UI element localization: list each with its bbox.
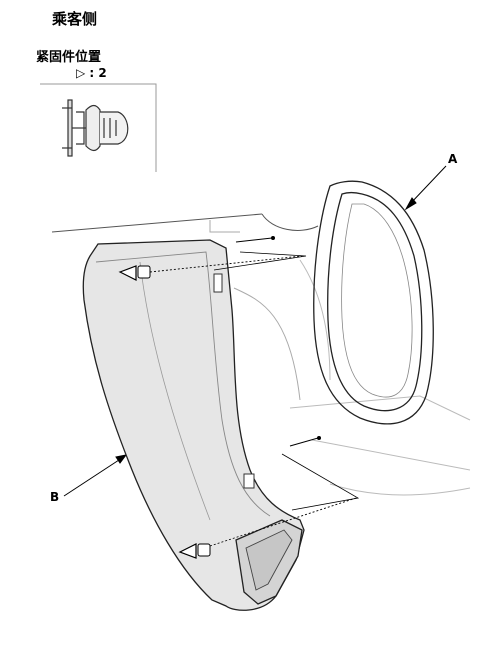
callout-a: A (448, 152, 458, 166)
clip-location-lower (178, 436, 360, 559)
clip-location-upper (118, 236, 307, 281)
triangle-marker-icon: ▷ (76, 66, 86, 80)
page-title: 乘客侧 (52, 10, 98, 28)
fastener-count-value: : 2 (89, 66, 107, 80)
pillar-trim-b (82, 239, 305, 611)
weatherstrip-a (313, 180, 434, 425)
clip-inset (40, 83, 157, 172)
callout-b: B (50, 490, 60, 504)
callout-leaders (63, 165, 447, 497)
fastener-count: ▷ : 2 (76, 66, 107, 80)
fastener-location-heading: 紧固件位置 (36, 50, 102, 65)
body-panel (51, 213, 471, 496)
clip-icon (62, 99, 129, 157)
